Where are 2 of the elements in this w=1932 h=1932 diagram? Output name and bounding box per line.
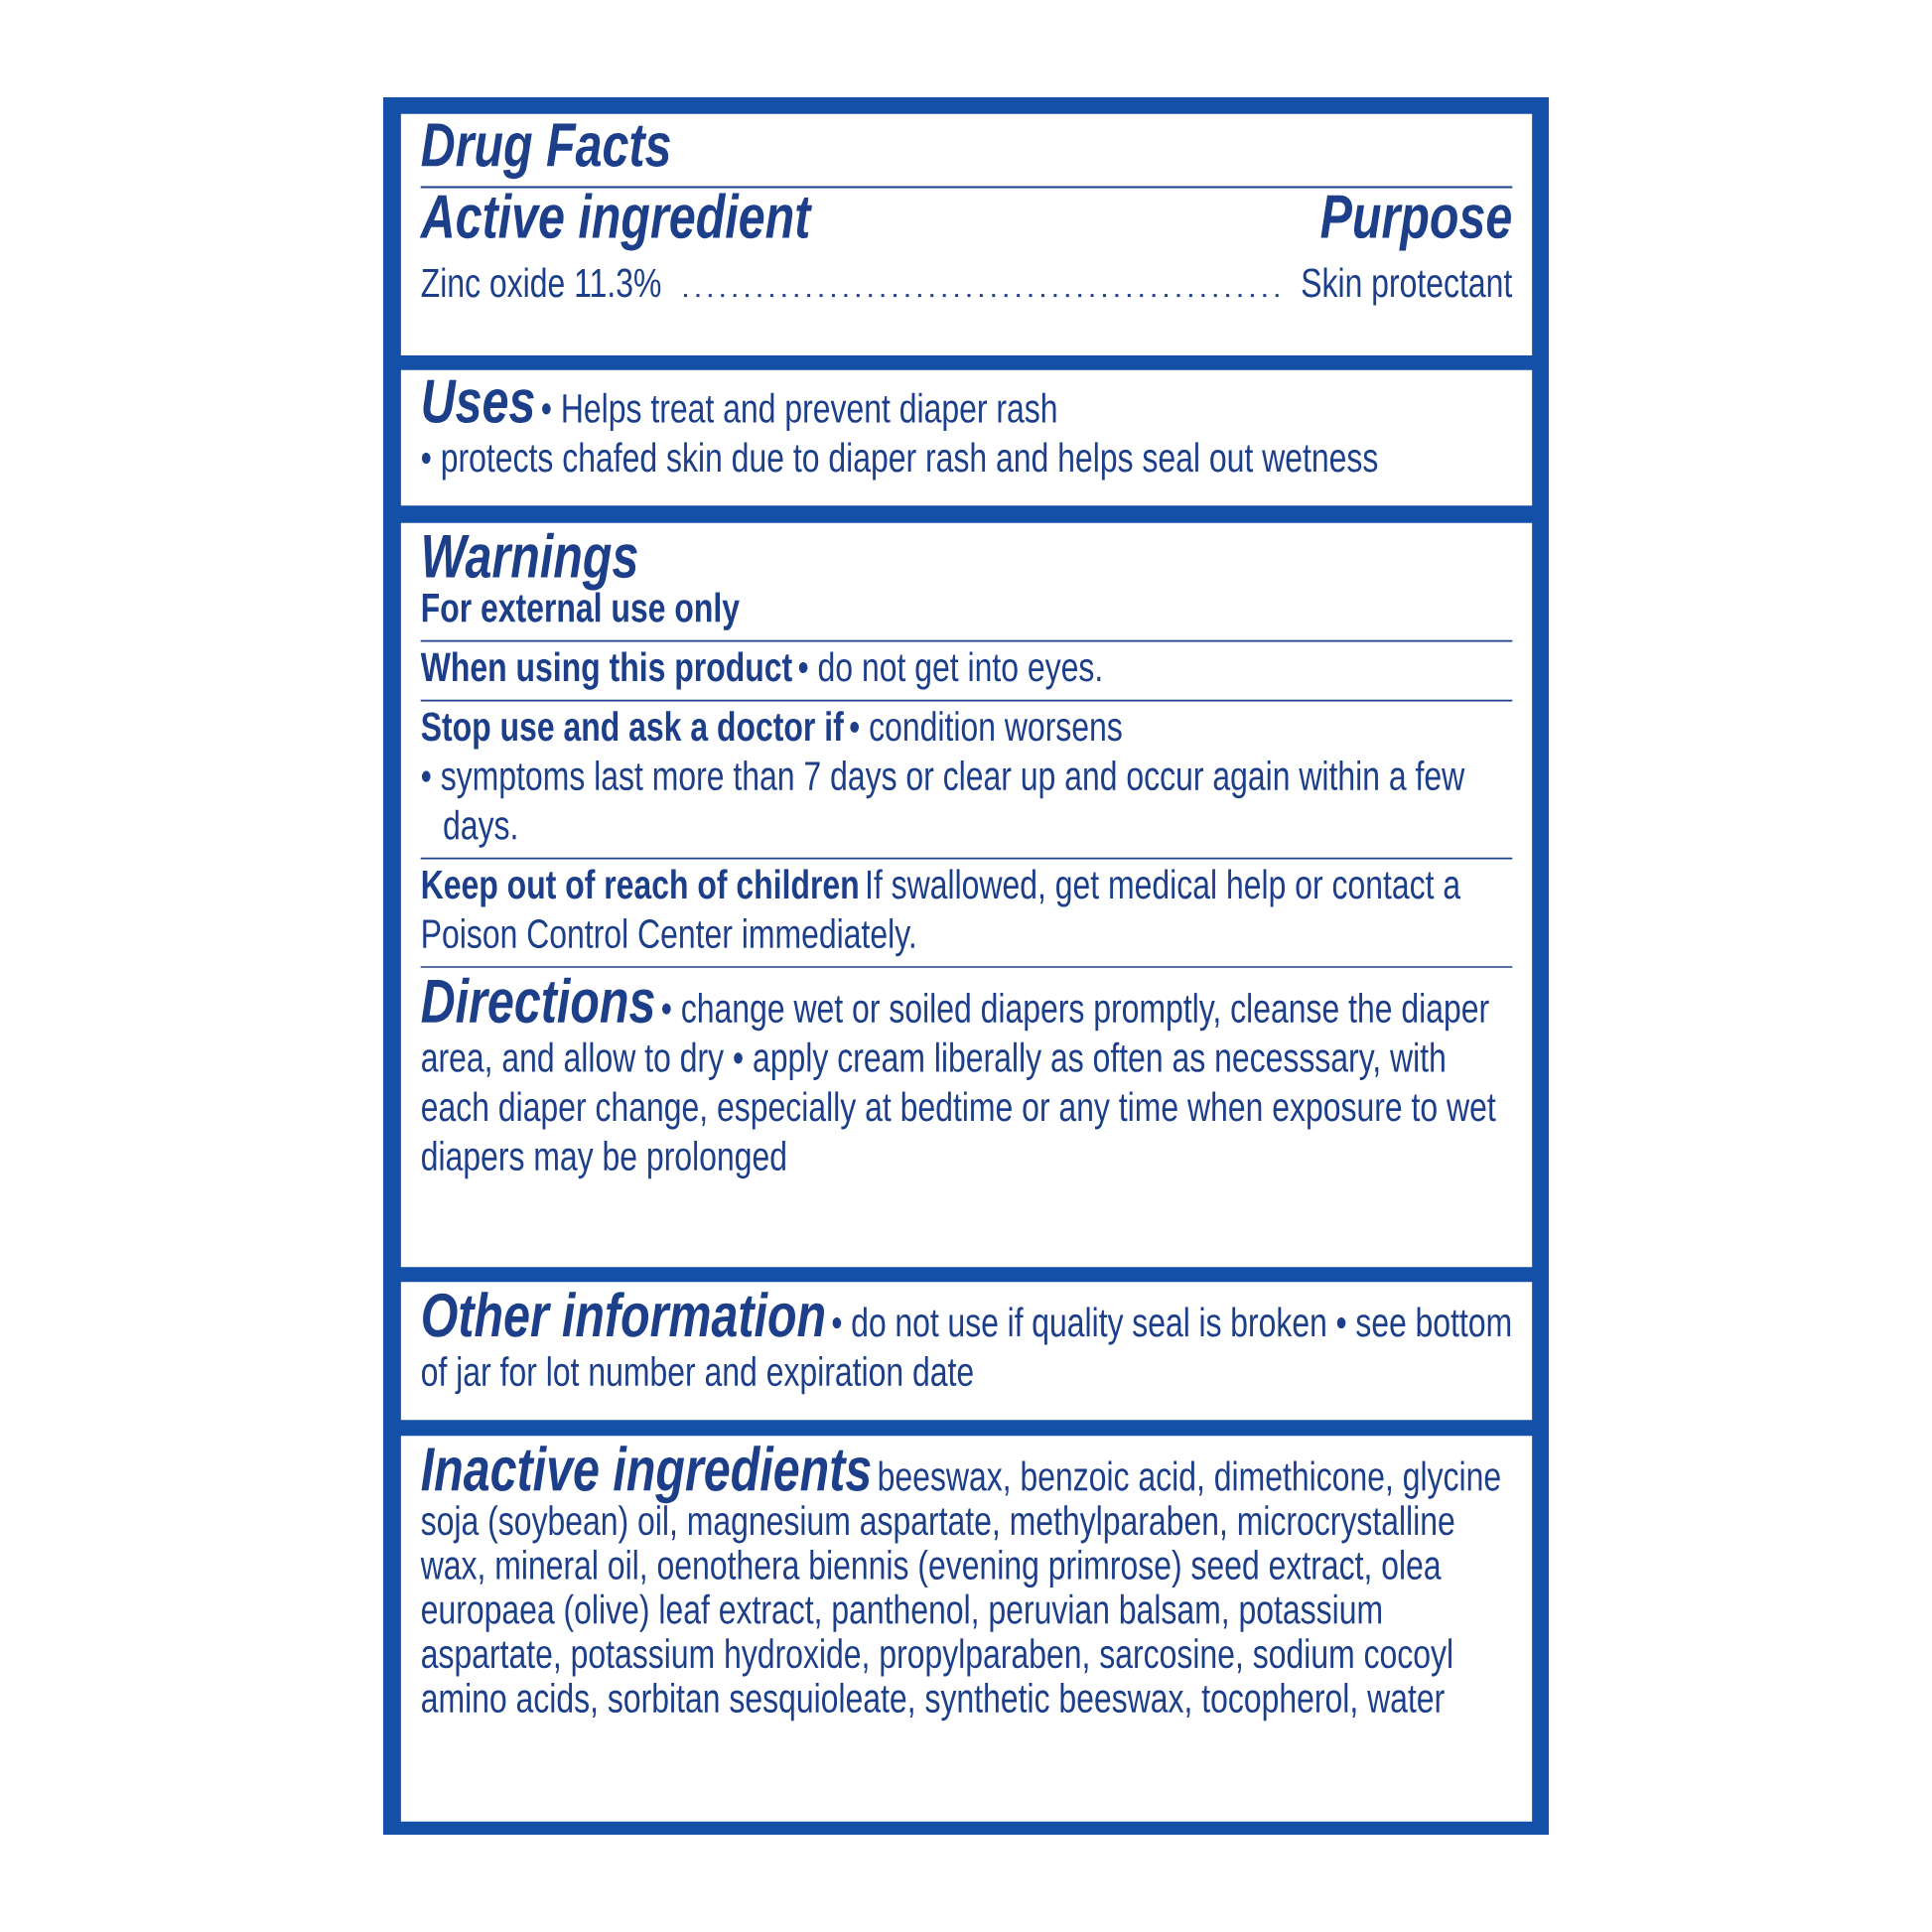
label-panel: Inactive ingredientsbeeswax, benzoic acid, dimethicone, glycine soja (soybean) oil, magnesium aspartate, methylparaben, microcrystalline wax, mineral oil, oenothera biennis (evening primrose) seed extract, olea europaea (olive) leaf extract, panthenol, peruvian balsam, potassium aspartate, potassium hydroxide, propylparaben, sarcosine, sodium cocoyl amino acids, sorbitan sesquioleate, synthetic beeswax, tocopherol, water <box>400 1436 1533 1822</box>
label-panel: Drug Facts Active ingredient Purpose Zinc oxide 11.3% Skin protectant <box>400 113 1533 355</box>
